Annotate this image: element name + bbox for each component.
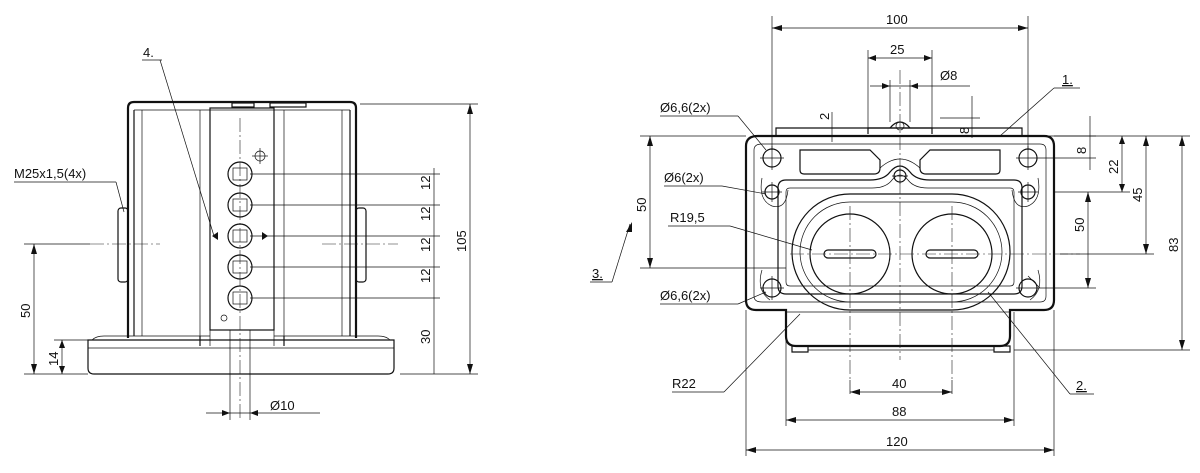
left-body-outline bbox=[126, 100, 358, 338]
label-hole-6-6-bottom: Ø6,6(2x) bbox=[660, 288, 711, 303]
dim-slot-25: 25 bbox=[890, 42, 904, 57]
right-view: 100 25 Ø8 2 8 8 22 45 83 50 50 40 88 120… bbox=[590, 12, 1190, 456]
dim-right-22: 22 bbox=[1106, 160, 1121, 174]
right-cavity-lobes bbox=[791, 193, 1011, 311]
dim-pin-8: Ø8 bbox=[940, 68, 957, 83]
dim-height-105: 105 bbox=[454, 230, 469, 252]
left-view: M25x1,5(4x) 4. 12 12 12 12 30 105 50 14 … bbox=[14, 45, 478, 420]
dim-hole-10: Ø10 bbox=[270, 398, 295, 413]
label-part-3: 3. bbox=[592, 266, 603, 281]
label-hole-6: Ø6(2x) bbox=[664, 170, 704, 185]
label-thread-m25: M25x1,5(4x) bbox=[14, 166, 86, 181]
dim-pitch-2: 12 bbox=[418, 207, 433, 221]
dim-gap-2: 2 bbox=[817, 113, 832, 120]
dim-spacing-40: 40 bbox=[892, 376, 906, 391]
dim-left-50: 50 bbox=[634, 198, 649, 212]
dim-top-100: 100 bbox=[886, 12, 908, 27]
dim-right-83: 83 bbox=[1166, 238, 1181, 252]
left-center-column bbox=[209, 107, 275, 331]
dim-overall-120: 120 bbox=[886, 434, 908, 449]
dim-pin-height-8: 8 bbox=[957, 127, 972, 134]
dim-base-14: 14 bbox=[46, 352, 61, 366]
label-part-2: 2. bbox=[1076, 378, 1087, 393]
left-gland-boss-right bbox=[355, 207, 367, 283]
label-part-1: 1. bbox=[1062, 72, 1073, 87]
dim-pitch-3: 12 bbox=[418, 238, 433, 252]
label-radius-22: R22 bbox=[672, 376, 696, 391]
dim-base-to-entry: 30 bbox=[418, 330, 433, 344]
dim-height-50: 50 bbox=[18, 304, 33, 318]
dim-pitch-1: 12 bbox=[418, 176, 433, 190]
label-hole-6-6-top: Ø6,6(2x) bbox=[660, 100, 711, 115]
left-gland-boss-left bbox=[117, 207, 129, 283]
dim-inner-88: 88 bbox=[892, 404, 906, 419]
dim-right-45: 45 bbox=[1130, 188, 1145, 202]
dim-right-8: 8 bbox=[1074, 147, 1089, 154]
dim-pitch-4: 12 bbox=[418, 269, 433, 283]
right-cavity-outer bbox=[777, 165, 1023, 295]
label-part-4: 4. bbox=[143, 45, 154, 60]
label-radius-19-5: R19,5 bbox=[670, 210, 705, 225]
left-base-plate bbox=[87, 339, 395, 375]
dim-inner-50: 50 bbox=[1072, 218, 1087, 232]
